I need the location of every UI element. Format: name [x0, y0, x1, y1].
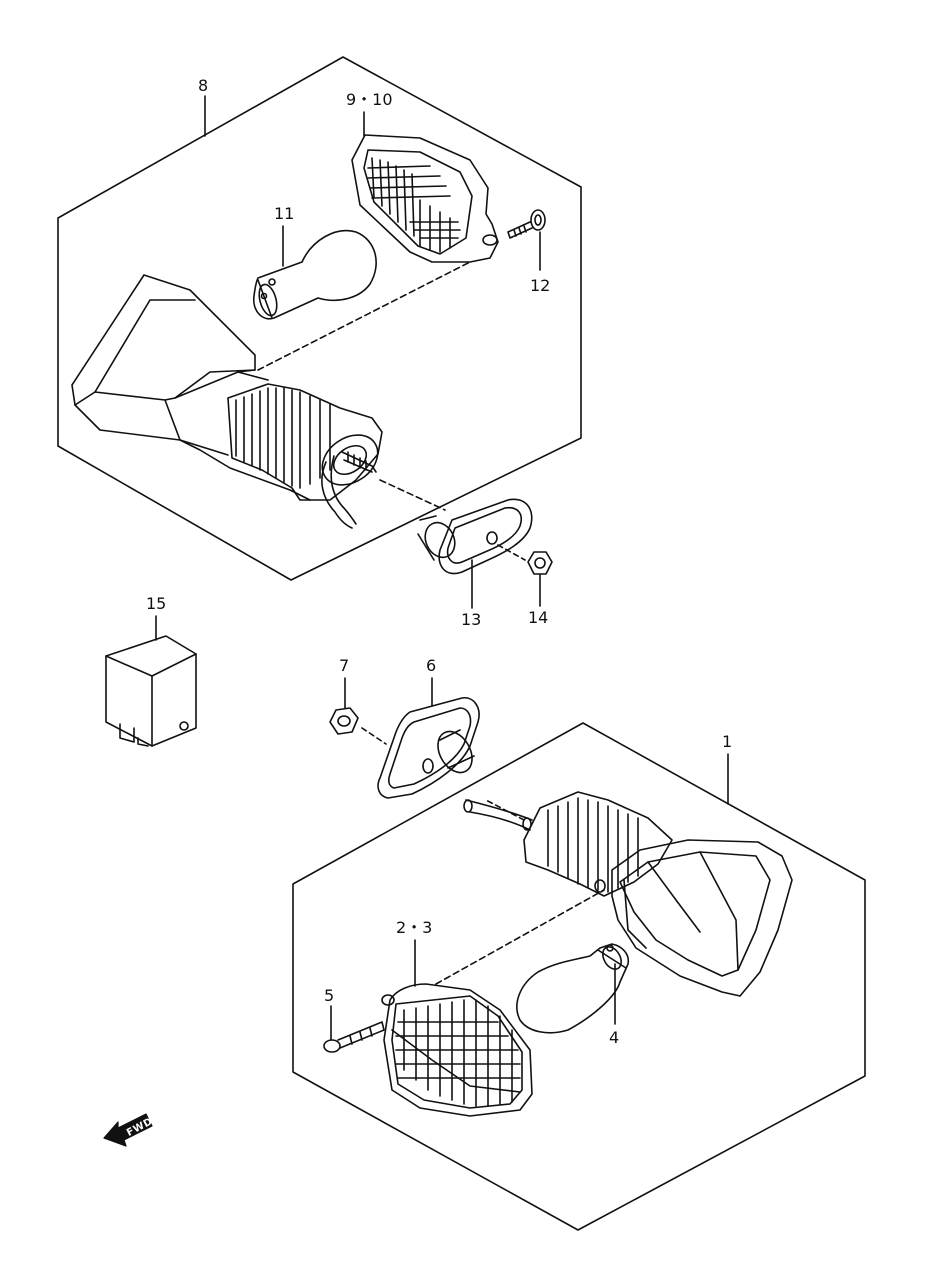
screw-upper: [507, 209, 546, 239]
callout-1: 1: [722, 732, 733, 751]
callout-15: 15: [146, 594, 167, 613]
alignment-line-upper-a: [257, 261, 471, 371]
lens-lower: [381, 983, 533, 1117]
screw-lower: [323, 1021, 385, 1053]
nut-lower: [329, 707, 359, 735]
callout-8: 8: [198, 76, 209, 95]
alignment-line-upper-b: [379, 479, 446, 511]
assembly-frame-lower: [292, 722, 866, 1231]
mount-plate-lower: [377, 697, 480, 799]
fwd-arrow: [103, 1113, 153, 1147]
bulb-upper: [252, 229, 377, 320]
callout-5: 5: [324, 986, 335, 1005]
callout-2-3: 2・3: [396, 918, 433, 937]
assembly-frame-upper: [57, 56, 582, 581]
alignment-line-lower-a: [435, 889, 605, 985]
alignment-line-nut: [361, 727, 387, 745]
callout-12: 12: [530, 276, 551, 295]
callout-9-10: 9・10: [346, 90, 393, 109]
alignment-line-lower-b: [485, 799, 525, 821]
callout-14: 14: [528, 608, 549, 627]
callout-4: 4: [609, 1028, 620, 1047]
callout-11: 11: [274, 204, 295, 223]
lens-upper: [351, 134, 499, 263]
alignment-line-upper-c: [497, 544, 526, 561]
nut-upper: [527, 551, 553, 575]
turn-signal-housing-upper: [71, 274, 383, 529]
callout-13: 13: [461, 610, 482, 629]
callout-7: 7: [339, 656, 350, 675]
bulb-lower: [516, 943, 630, 1034]
flasher-relay: [105, 635, 197, 747]
fwd-label: FWD: [125, 1116, 155, 1139]
turn-signal-housing-lower: [463, 791, 793, 997]
callout-6: 6: [426, 656, 437, 675]
fwd-indicator: FWD: [104, 1112, 156, 1148]
mount-plate-upper: [417, 498, 533, 575]
